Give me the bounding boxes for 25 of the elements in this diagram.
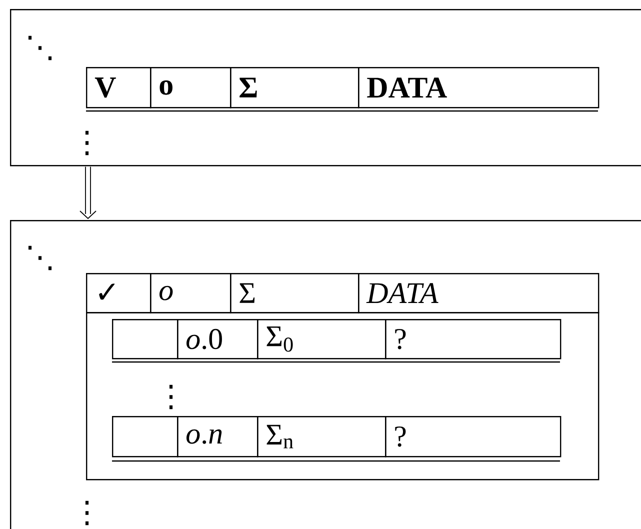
ellipsis-dots: ⋱ (28, 246, 52, 270)
table-cell: ? (385, 416, 562, 458)
arrow (80, 166, 96, 220)
ellipsis-dots: ⋱ (28, 36, 52, 60)
table-cell: Σ (230, 67, 360, 108)
table-cell: Σ$_{0}$ (257, 319, 386, 360)
table-cell: ✓ (86, 273, 152, 314)
table-cell: o (150, 273, 232, 314)
table-cell (112, 319, 178, 360)
table-cell: o (150, 67, 232, 108)
table-cell: ? (385, 319, 562, 360)
frame-box (10, 220, 641, 529)
table-cell: DATA (358, 273, 600, 314)
table-cell: o.n (177, 416, 258, 458)
frame-box (10, 9, 641, 166)
ellipsis-dots: ⋮ (85, 500, 89, 526)
table-cell: Σ$_{n}$ (257, 416, 386, 458)
table-cell: Σ (230, 273, 360, 314)
table-cell: DATA (358, 67, 600, 108)
nested-table-box (86, 312, 600, 480)
ellipsis-dots: ⋮ (169, 384, 173, 410)
table-cell: o.0 (177, 319, 258, 360)
table-cell (112, 416, 178, 458)
ellipsis-dots: ⋮ (85, 130, 89, 156)
table-cell: V (86, 67, 152, 108)
